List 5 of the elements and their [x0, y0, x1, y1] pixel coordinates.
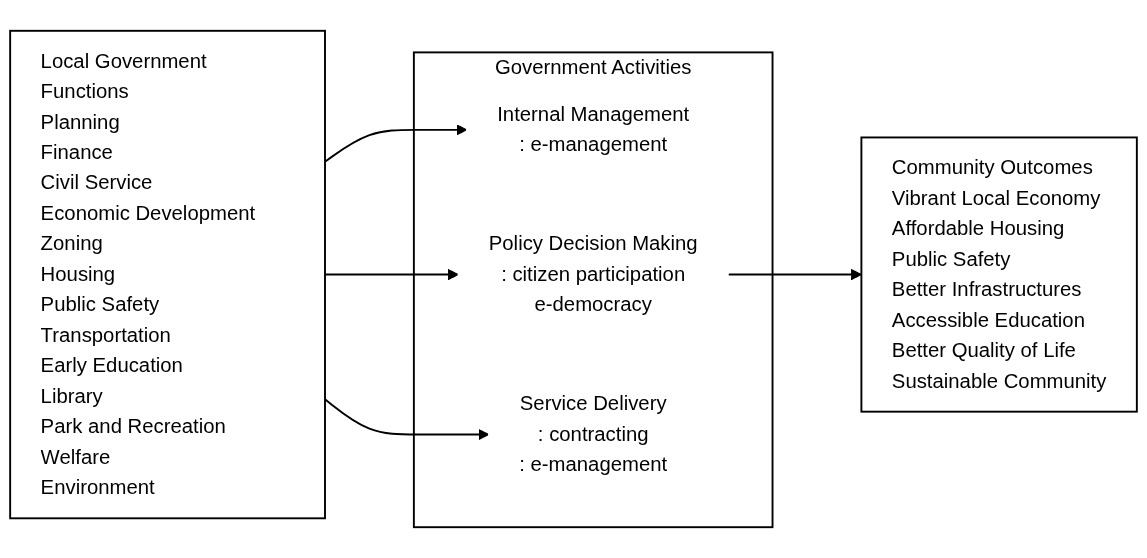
- node-box: Local Government Functions Planning Finance Civil Service Economic Development Zoning Housing Public Safety Transportation Early Education Library Park and Recreation Welfare Environment: [9, 29, 326, 520]
- node-text: Service Delivery : contracting : e-management: [519, 392, 668, 476]
- node-text: Policy Decision Making : citizen participation e-democracy: [488, 232, 698, 316]
- node-box: Community Outcomes Vibrant Local Economy Affordable Housing Public Safety Better Infrastructures Accessible Education Better Quality of Life Sustainable Community: [860, 136, 1138, 413]
- node-text: Internal Management : e-management: [497, 103, 690, 156]
